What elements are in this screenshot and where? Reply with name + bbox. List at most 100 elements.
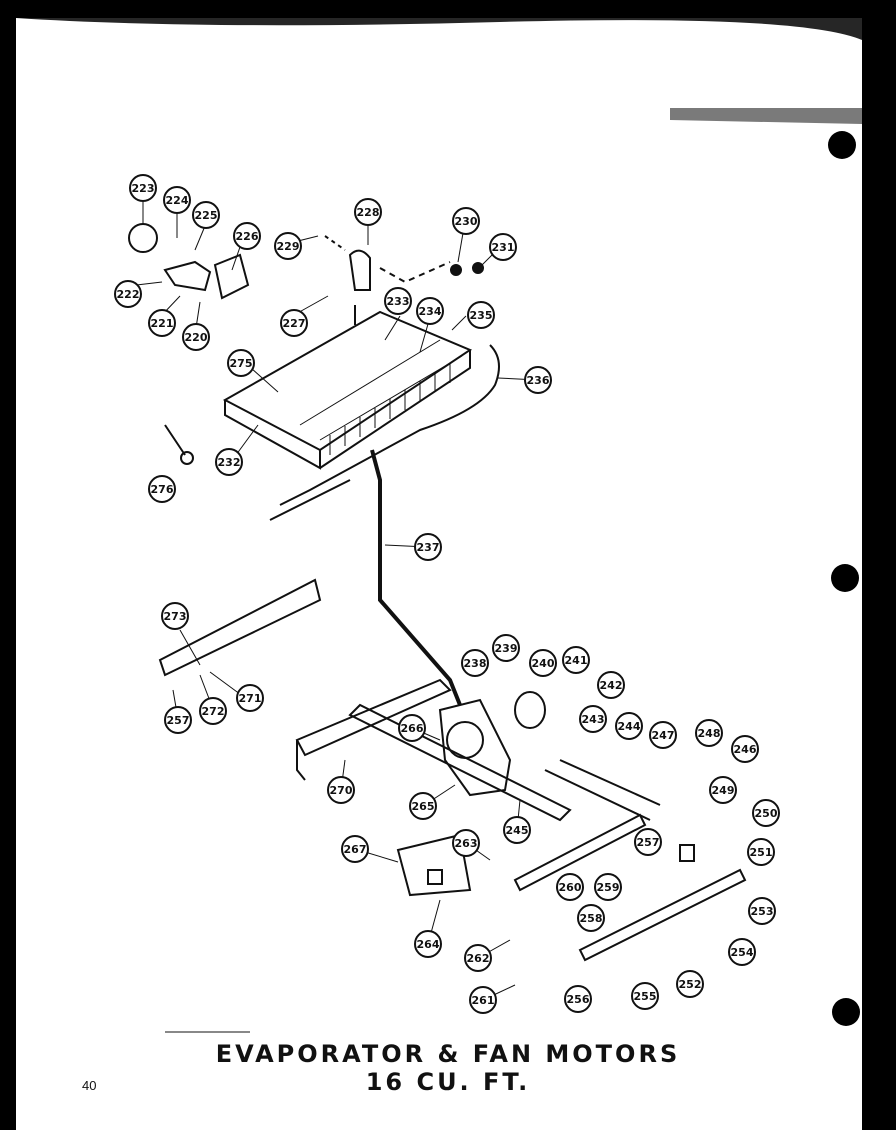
svg-text:272: 272 [202,705,225,718]
callouts: 223 224 225 226 222 221 220 228 229 227 … [114,174,780,1014]
callout-238: 238 [461,649,489,677]
callout-266: 266 [398,714,426,742]
svg-text:244: 244 [618,720,641,733]
svg-text:225: 225 [195,209,218,222]
svg-text:258: 258 [580,912,603,925]
svg-text:252: 252 [679,978,702,991]
svg-text:248: 248 [698,727,721,740]
callout-220: 220 [182,323,210,351]
diagram-title: EVAPORATOR & FAN MOTORS [215,1040,681,1068]
callout-251: 251 [747,838,775,866]
page-number: 40 [82,1078,97,1093]
callout-228: 228 [354,198,382,226]
callout-272: 272 [199,697,227,725]
svg-text:259: 259 [597,881,620,894]
svg-text:222: 222 [117,288,140,301]
upper-fan-parts [128,223,484,465]
callout-261: 261 [469,986,497,1014]
callout-239: 239 [492,634,520,662]
callout-247: 247 [649,721,677,749]
callout-232: 232 [215,448,243,476]
callout-258: 258 [577,904,605,932]
callout-253: 253 [748,897,776,925]
callout-246: 246 [731,735,759,763]
svg-text:227: 227 [283,317,306,330]
callout-262: 262 [464,944,492,972]
callout-256: 256 [564,985,592,1013]
svg-text:260: 260 [559,881,582,894]
callout-236: 236 [524,366,552,394]
callout-235: 235 [467,301,495,329]
callout-255: 255 [631,982,659,1010]
svg-text:245: 245 [506,824,529,837]
svg-text:224: 224 [166,194,189,207]
callout-234: 234 [416,297,444,325]
callout-230: 230 [452,207,480,235]
svg-text:257: 257 [167,714,190,727]
callout-227: 227 [280,309,308,337]
callout-259: 259 [594,873,622,901]
callout-257-left: 257 [164,706,192,734]
svg-text:254: 254 [731,946,754,959]
callout-221: 221 [148,309,176,337]
svg-text:250: 250 [755,807,778,820]
svg-text:261: 261 [472,994,495,1007]
svg-text:275: 275 [230,357,253,370]
callout-271: 271 [236,684,264,712]
svg-text:265: 265 [412,800,435,813]
svg-text:221: 221 [151,317,174,330]
callout-240: 240 [529,649,557,677]
svg-text:273: 273 [164,610,187,623]
svg-text:231: 231 [492,241,515,254]
callout-237: 237 [414,533,442,561]
lower-frame [158,578,747,962]
svg-text:256: 256 [567,993,590,1006]
svg-text:266: 266 [401,722,424,735]
callout-252: 252 [676,970,704,998]
callout-248: 248 [695,719,723,747]
svg-text:223: 223 [132,182,155,195]
svg-text:246: 246 [734,743,757,756]
callout-225: 225 [192,201,220,229]
svg-text:276: 276 [151,483,174,496]
svg-text:230: 230 [455,215,478,228]
svg-text:233: 233 [387,295,410,308]
callout-229: 229 [274,232,302,260]
svg-text:220: 220 [185,331,208,344]
svg-text:228: 228 [357,206,380,219]
callout-233: 233 [384,287,412,315]
svg-text:242: 242 [600,679,623,692]
svg-text:255: 255 [634,990,657,1003]
callout-270: 270 [327,776,355,804]
svg-text:239: 239 [495,642,518,655]
callout-226: 226 [233,222,261,250]
callout-231: 231 [489,233,517,261]
callout-243: 243 [579,705,607,733]
svg-text:243: 243 [582,713,605,726]
callout-265: 265 [409,792,437,820]
svg-text:257: 257 [637,836,660,849]
svg-text:241: 241 [565,654,588,667]
diagram-subtitle: 16 CU. FT. [365,1068,531,1096]
callout-250: 250 [752,799,780,827]
svg-text:270: 270 [330,784,353,797]
callout-249: 249 [709,776,737,804]
svg-text:262: 262 [467,952,490,965]
svg-text:226: 226 [236,230,259,243]
svg-text:237: 237 [417,541,440,554]
svg-text:238: 238 [464,657,487,670]
callout-254: 254 [728,938,756,966]
callout-245: 245 [503,816,531,844]
evaporator-assembly [222,305,500,706]
svg-text:236: 236 [527,374,550,387]
svg-text:229: 229 [277,240,300,253]
callout-223: 223 [129,174,157,202]
svg-text:253: 253 [751,905,774,918]
callout-263: 263 [452,829,480,857]
callout-276: 276 [148,475,176,503]
svg-text:235: 235 [470,309,493,322]
svg-text:240: 240 [532,657,555,670]
